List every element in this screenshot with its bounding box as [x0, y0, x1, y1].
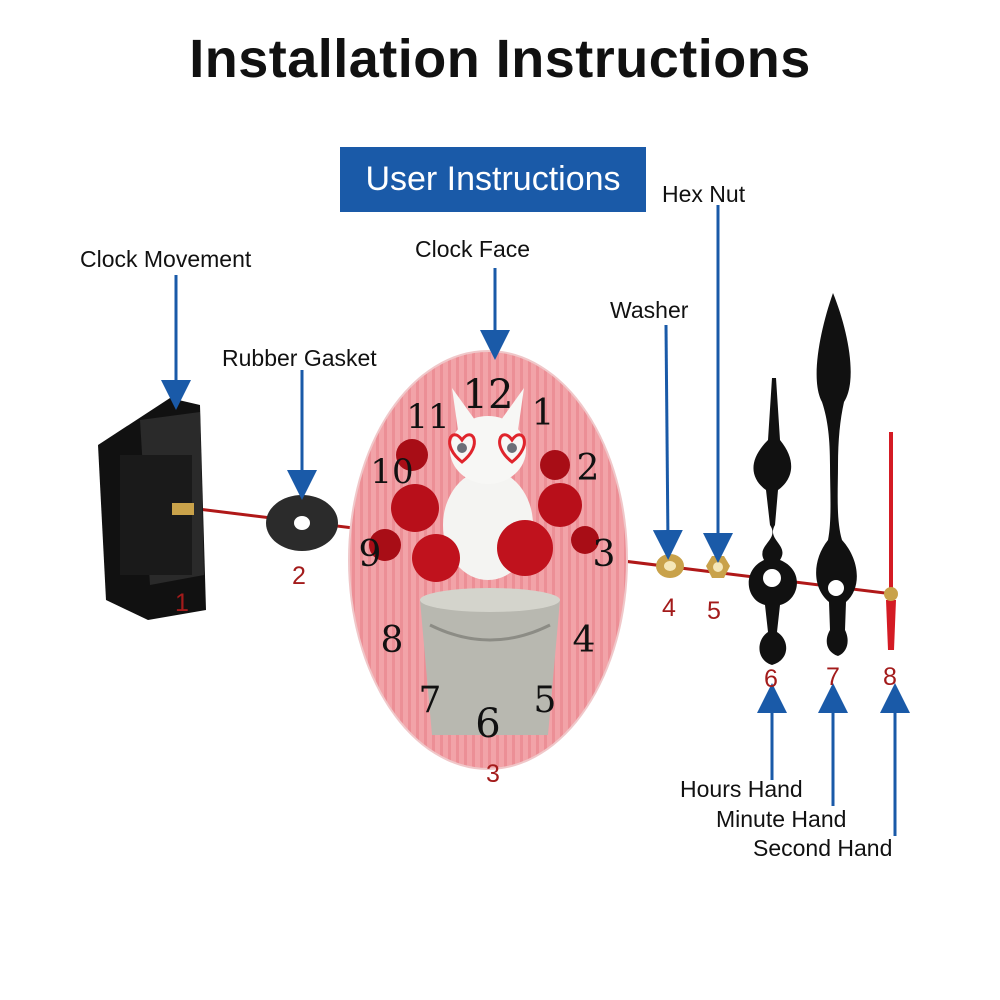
dial-numeral: 3	[593, 534, 616, 575]
second-hand-label: Second Hand	[753, 835, 893, 861]
part-number-1: 1	[175, 589, 189, 617]
clock-movement-label: Clock Movement	[80, 246, 252, 272]
dial-numeral: 4	[573, 620, 596, 661]
dial-numeral: 11	[406, 397, 449, 437]
washer-arrow	[652, 324, 683, 560]
part-number-8: 8	[883, 663, 897, 691]
dial-numeral: 1	[532, 393, 555, 434]
part-number-7: 7	[826, 663, 840, 691]
part-number-6: 6	[764, 665, 778, 693]
washer-label: Washer	[610, 297, 689, 323]
dial-numeral: 2	[577, 448, 600, 489]
hex-nut-label: Hex Nut	[662, 181, 746, 207]
dial-numeral: 7	[419, 680, 442, 721]
rubber-gasket-part	[266, 495, 338, 551]
page-title: Installation Instructions	[189, 29, 811, 89]
part-number-2: 2	[292, 562, 306, 590]
minute-hand-label: Minute Hand	[716, 806, 847, 832]
dial-numeral: 5	[534, 680, 557, 721]
dial-numeral: 10	[370, 452, 413, 492]
clock-face-part: 12 1 2 3 4 5 6 7 8 9 10 11	[348, 350, 628, 770]
part-number-4: 4	[662, 594, 676, 622]
dial-numeral: 12	[463, 372, 514, 418]
dial-numeral: 8	[381, 620, 404, 661]
second-hand-part	[884, 432, 898, 650]
clock-movement-part	[98, 398, 206, 620]
dial-numeral: 9	[359, 534, 382, 575]
part-number-3: 3	[486, 760, 500, 788]
rubber-gasket-label: Rubber Gasket	[222, 345, 377, 371]
dial-numeral: 6	[475, 701, 500, 747]
minute-hand-part	[816, 293, 857, 656]
clock-face-label: Clock Face	[415, 236, 531, 262]
hours-hand-part	[748, 378, 797, 665]
hours-hand-label: Hours Hand	[680, 776, 803, 802]
part-number-5: 5	[707, 597, 721, 625]
washer-part	[656, 554, 684, 578]
user-instructions-badge: User Instructions	[340, 147, 646, 212]
